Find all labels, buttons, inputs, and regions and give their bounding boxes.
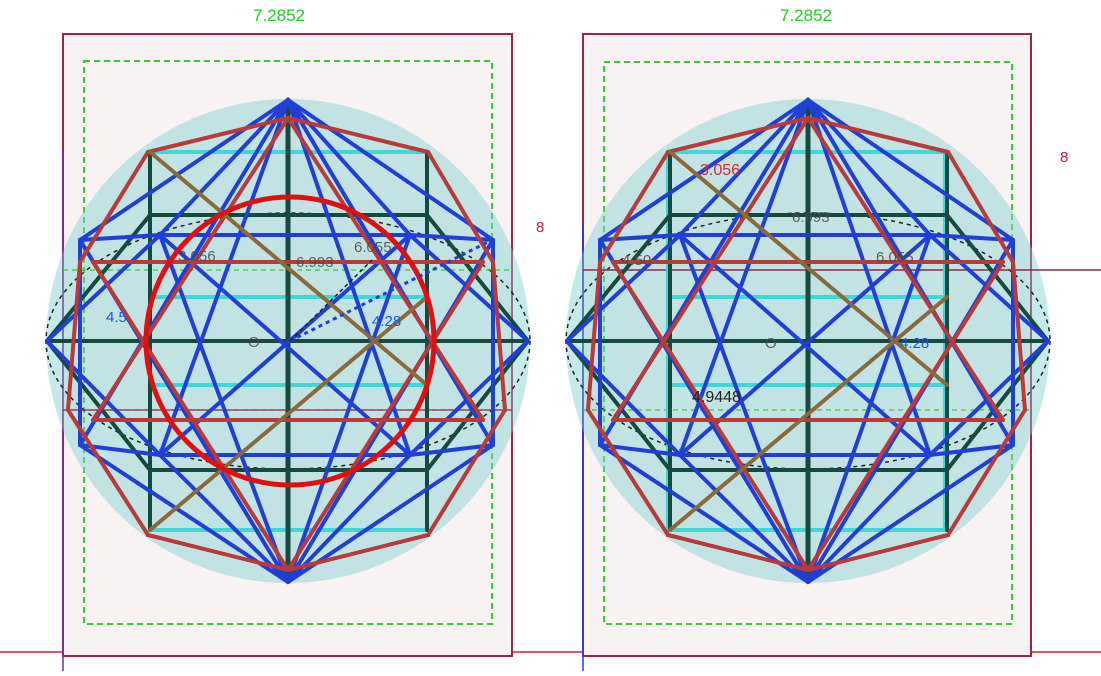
right-edges-blue-edge [928,233,1050,343]
left-edges-red-edge [66,408,150,537]
left-edges-red-edge [286,260,485,572]
left-edges-red-edge [91,260,290,572]
right-edges-blue-edge [806,98,932,457]
right-edges-blue-edge [598,98,810,242]
right-edges-blue-edge [806,443,1015,584]
left-edges-red-edge [426,408,507,537]
right-edges-red-edge [611,260,810,572]
right-edges-blue-edge [565,339,682,457]
left-polyhedron-edges [45,97,530,584]
left-edges-blue-edge [408,233,530,343]
left-red-circle [143,194,437,488]
left-edges-brown-edge [148,295,429,532]
right-edges-red-edge [666,533,810,572]
left-edges-red-edge [491,260,507,412]
left-edges-blue-edge [286,233,412,584]
left-radius-segment [289,238,493,343]
right-edges-red-edge [806,260,1005,572]
left-edges-dark-edge [45,339,152,472]
right-edges-blue-edge [678,453,810,584]
right-edges-blue-edge [806,98,1015,447]
left-edge-label-4: 4.28 [372,313,401,330]
right-edges-blue-edge [806,233,932,584]
left-edges-blue-edge [78,443,290,584]
right-edges-red-edge [1011,260,1027,412]
right-measure-label: 4.9448 [692,389,741,406]
left-width-label: 7.2852 [253,6,305,25]
right-edges-red-edge [806,116,950,154]
left-edges-blue-edge [408,443,495,457]
right-edges-dark-edge [565,339,672,472]
right-edges-red-edge [806,116,1005,422]
right-edges-blue-edge [806,453,932,584]
left-edges-blue-edge [286,98,412,457]
right-edges-red-edge [598,150,670,264]
right-edges-blue-edge [565,233,682,343]
left-edges-blue-edge [286,453,412,584]
right-edges-red-edge [806,533,950,572]
left-edges-red-edge [146,116,290,154]
right-edges-red-edge [666,116,810,154]
left-edges-red-edge [78,150,150,264]
right-polyhedron-edges [565,97,1050,584]
right-edges-red-edge [946,150,1015,264]
left-height-label: 8 [536,219,544,236]
right-edges-blue-edge [678,233,810,584]
right-edges-red-edge [611,116,810,422]
right-edges-brown-edge [668,295,949,532]
left-edges-blue-edge [45,233,162,343]
left-edges-blue-edge [286,98,495,447]
left-edges-red-edge [286,533,430,572]
left-edges-red-edge [286,116,430,154]
right-edges-brown-edge [668,150,949,387]
left-edges-red-edge [286,116,485,422]
left-view[interactable]: 7.2852 8 O 3.056 6.993 6.055 4.28 4.5 [45,6,544,671]
left-edges-red-edge [146,533,290,572]
right-edges-red-edge [586,408,670,537]
left-edges-blue-edge [158,98,290,457]
left-edges-blue-edge [45,339,162,457]
left-edges-dark-edge [425,339,530,472]
right-edges-dark-edge [945,339,1050,472]
left-edges-red-edge [91,116,290,422]
right-height-label: 8 [1060,149,1068,166]
left-edge-label-2: 6.993 [296,254,334,271]
right-edge-label-5: 4.50 [622,252,651,269]
left-edges-blue-edge [158,453,290,584]
right-width-label: 7.2852 [780,6,832,25]
left-edges-blue-edge [158,233,290,584]
left-center-label: O [248,334,260,351]
right-edge-label-4: 4.28 [900,335,929,352]
right-edges-red-edge [946,408,1027,537]
right-view[interactable]: 7.2852 8 O 3.056 6.993 6.055 4.28 4.50 4… [565,6,1101,671]
left-edges-blue-edge [78,98,290,242]
left-edge-label-3: 6.055 [354,239,392,256]
left-edges-blue-edge [286,98,495,242]
left-edges-red-edge [426,150,495,264]
right-edge-label-2: 6.993 [792,209,830,226]
right-edges-blue-edge [806,98,1015,242]
right-edges-blue-edge [678,98,810,457]
right-edges-blue-edge [598,443,810,584]
left-edge-label-1: 3.056 [178,248,216,265]
left-edges-red-edge [66,260,82,412]
right-dashed-box [603,61,1013,625]
left-inner-radius [289,259,373,342]
right-edges-blue-edge [928,443,1015,457]
left-edges-brown-edge [148,150,429,387]
left-edge-label-5: 4.5 [106,309,127,326]
right-center-label: O [765,335,777,352]
left-edges-blue-edge [286,443,495,584]
right-edge-label-3: 6.055 [876,249,914,266]
right-edges-red-edge [586,260,602,412]
right-edge-label-1: 3.056 [700,162,740,179]
